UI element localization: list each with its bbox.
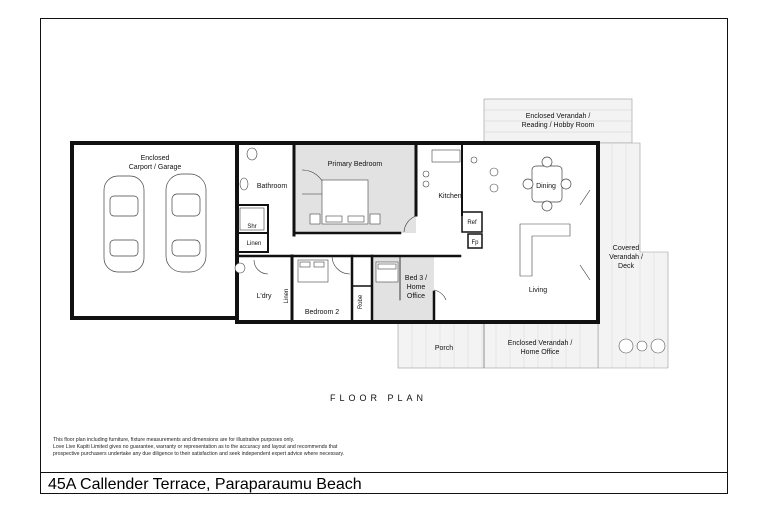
kitchen-fixtures-icon [422, 149, 499, 193]
verandah-bottom-label-line1: Enclosed Verandah / [508, 340, 573, 347]
car-left-icon [103, 175, 145, 273]
address-footer: 45A Callender Terrace, Paraparaumu Beach [40, 472, 728, 494]
verandah-bottom-label-line2: Home Office [521, 349, 560, 356]
disclaimer-line: Love Live Kapiti Limited gives no guaran… [53, 444, 338, 450]
outdoor-chairs-icon [618, 338, 666, 354]
dining-table-icon [522, 156, 572, 212]
shr-label: Shr [247, 224, 256, 230]
bathroom-label: Bathroom [257, 183, 288, 190]
porch-label: Porch [435, 345, 453, 352]
linen2-label: Linen [284, 289, 290, 304]
linen1-label: Linen [247, 241, 262, 247]
carport-label-line1: Enclosed [141, 155, 170, 162]
porch-area [397, 321, 599, 369]
covered-label-line3: Deck [618, 263, 634, 270]
walls [70, 141, 600, 324]
bathroom-fixtures-icon [234, 147, 265, 274]
carport-label-line2: Carport / Garage [129, 164, 182, 171]
plan-frame [40, 18, 728, 494]
disclaimer-line: This floor plan including furniture, fix… [53, 437, 295, 443]
bed3-label-line1: Bed 3 / [405, 275, 427, 282]
covered-label-line2: Verandah / [609, 254, 643, 261]
bed3-label-line2: Home [407, 284, 426, 291]
verandah-top-area [483, 98, 633, 144]
fp-label: Fp [471, 240, 479, 246]
ref-label: Ref [467, 220, 477, 226]
bed3-bed-icon [375, 261, 399, 283]
bedroom2-label: Bedroom 2 [305, 309, 339, 316]
bedroom2-bed-icon [297, 259, 329, 283]
kitchen-label: Kitchen [438, 193, 461, 200]
verandah-top-label-line2: Reading / Hobby Room [522, 122, 595, 129]
dining-label: Dining [536, 183, 556, 190]
car-right-icon [165, 173, 207, 273]
room-labels: Enclosed Carport / Garage Bathroom Shr L… [129, 113, 643, 356]
bed3-label-line3: Office [407, 293, 425, 300]
laundry-label: L'dry [257, 293, 272, 300]
living-label: Living [529, 287, 547, 294]
primary-bed-icon [309, 179, 381, 225]
floor-plan-heading: FLOOR PLAN [330, 393, 428, 403]
property-address: 45A Callender Terrace, Paraparaumu Beach [48, 476, 362, 493]
robe-label: Robe [358, 294, 364, 309]
verandah-top-label-line1: Enclosed Verandah / [526, 113, 591, 120]
disclaimer-text: This floor plan including furniture, fix… [53, 437, 453, 458]
primary-bedroom-label: Primary Bedroom [328, 161, 383, 168]
sofa-icon [519, 223, 571, 277]
disclaimer-line: prospective purchasers undertake any due… [53, 451, 345, 457]
covered-label-line1: Covered [613, 245, 640, 252]
